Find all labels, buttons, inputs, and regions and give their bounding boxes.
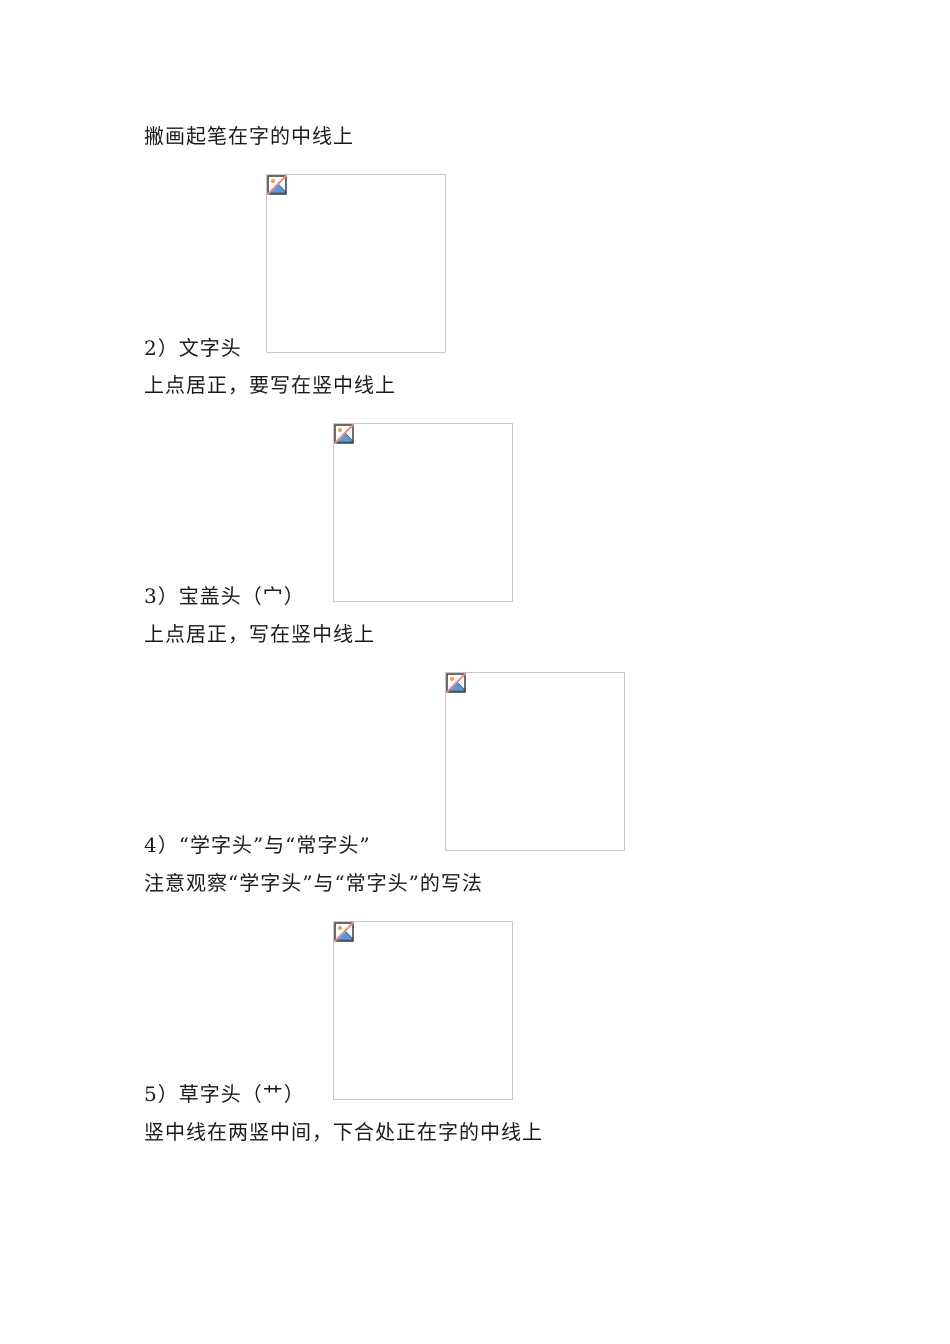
paragraph-text: 竖中线在两竖中间，下合处正在字的中线上: [144, 1120, 543, 1144]
broken-image-icon: [446, 673, 466, 693]
image-placeholder: [333, 921, 513, 1100]
paragraph-text: 上点居正，要写在竖中线上: [144, 373, 396, 397]
section-heading: 4）“学字头”与“常字头”: [144, 833, 371, 857]
paragraph-text: 上点居正，写在竖中线上: [144, 622, 375, 646]
section-heading: 3）宝盖头（宀）: [144, 584, 305, 608]
image-placeholder: [333, 423, 513, 602]
section-heading: 2）文字头: [144, 336, 242, 360]
broken-image-icon: [267, 175, 287, 195]
broken-image-icon: [334, 424, 354, 444]
image-placeholder: [266, 174, 446, 353]
broken-image-icon: [334, 922, 354, 942]
image-placeholder: [445, 672, 625, 851]
paragraph-text: 撇画起笔在字的中线上: [144, 124, 354, 148]
paragraph-text: 注意观察“学字头”与“常字头”的写法: [144, 871, 483, 895]
section-heading: 5）草字头（艹）: [144, 1082, 305, 1106]
